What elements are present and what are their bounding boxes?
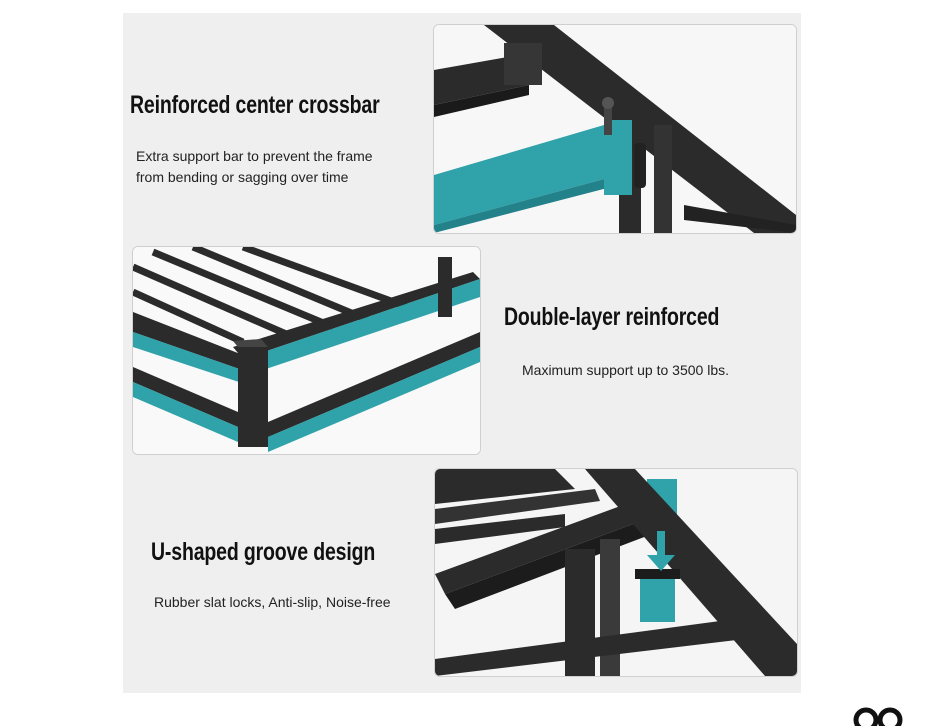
description-line: Extra support bar to prevent the frame	[136, 148, 373, 164]
description-line: from bending or sagging over time	[136, 169, 349, 185]
u-groove-slat-lock-image	[434, 468, 798, 677]
feature-description-double-layer: Maximum support up to 3500 lbs.	[522, 360, 729, 381]
corner-logo-icon	[853, 707, 903, 726]
crossbar-closeup-image	[433, 24, 797, 234]
feature-description-u-groove: Rubber slat locks, Anti-slip, Noise-free	[154, 592, 391, 613]
description-line: Rubber slat locks, Anti-slip, Noise-free	[154, 594, 391, 610]
double-layer-frame-image	[132, 246, 481, 455]
feature-heading-double-layer: Double-layer reinforced	[504, 303, 720, 331]
feature-heading-crossbar: Reinforced center crossbar	[130, 91, 380, 119]
feature-heading-u-groove: U-shaped groove design	[151, 538, 376, 566]
description-line: Maximum support up to 3500 lbs.	[522, 362, 729, 378]
feature-description-crossbar: Extra support bar to prevent the frame f…	[136, 146, 373, 188]
feature-panel: Reinforced center crossbar Extra support…	[123, 13, 801, 693]
